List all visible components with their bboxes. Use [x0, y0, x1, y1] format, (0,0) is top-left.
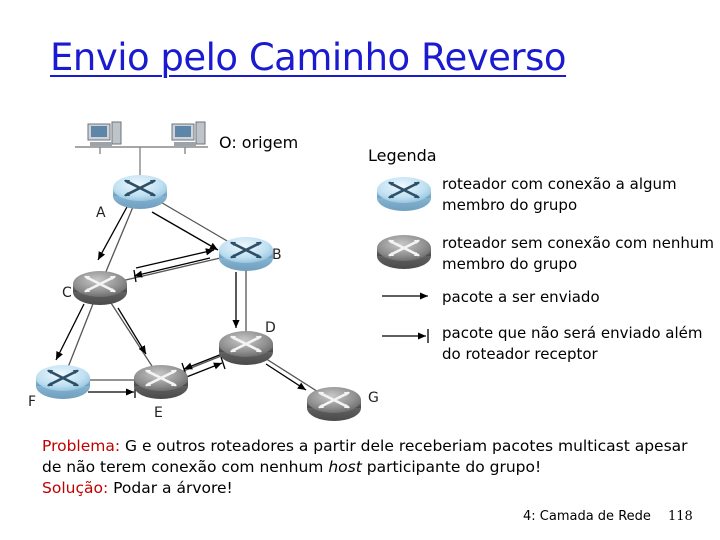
- router-a: [111, 173, 169, 211]
- solution-label: Solução:: [42, 479, 109, 497]
- arrow-c-to-f: [55, 303, 85, 361]
- node-label-d: D: [265, 320, 276, 336]
- legend-item-label: pacote a ser enviado: [442, 288, 600, 306]
- problem-text-end: participante do grupo!: [366, 458, 542, 476]
- legend-item-label: pacote que não será enviado além do rote…: [442, 324, 703, 363]
- legend-unconnected-router-icon: [375, 233, 433, 271]
- footer-page-number: 118: [668, 509, 693, 524]
- arrow-b-to-c-blocked: [133, 257, 211, 278]
- node-label-g: G: [368, 390, 379, 406]
- lan-segment: [75, 146, 208, 178]
- arrow-a-to-b: [151, 211, 219, 251]
- router-d: [217, 329, 275, 367]
- legend-title: Legenda: [368, 146, 437, 165]
- host-computer-icon: [171, 121, 206, 147]
- footer-chapter: 4: Camada de Rede: [523, 509, 651, 524]
- legend-blocked-arrow-icon: [382, 329, 429, 343]
- node-label-b: B: [272, 247, 282, 263]
- origin-label: O: origem: [219, 133, 299, 152]
- node-label-a: A: [96, 205, 106, 221]
- node-label-f: F: [28, 394, 37, 410]
- arrow-c-to-b: [135, 248, 215, 269]
- problem-host-word: host: [328, 458, 362, 476]
- arrow-a-to-c: [97, 204, 129, 261]
- host-computers: [75, 121, 208, 178]
- host-computer-icon: [87, 121, 122, 147]
- router-c: [71, 269, 129, 307]
- arrow-d-to-g: [265, 363, 307, 391]
- arrow-d-to-e-blocked: [183, 353, 223, 370]
- node-label-c: C: [62, 285, 72, 301]
- page-title: Envio pelo Caminho Reverso: [50, 36, 567, 79]
- problem-text: G e outros roteadores a partir dele rece…: [42, 437, 688, 476]
- node-label-e: E: [154, 405, 163, 421]
- router-b: [217, 235, 275, 273]
- router-g: [305, 385, 363, 423]
- problem-solution-text: Problema: G e outros roteadores a partir…: [42, 436, 702, 499]
- router-f: [34, 363, 92, 401]
- packet-arrows: [55, 204, 307, 398]
- legend-item-label: roteador com conexão a algum membro do g…: [442, 175, 677, 214]
- router-e: [132, 363, 190, 401]
- arrow-c-to-e: [117, 307, 147, 355]
- blocked-bar: [220, 356, 226, 370]
- legend-item-label: roteador sem conexão com nenhum membro d…: [442, 234, 714, 273]
- blocked-bar: [133, 269, 137, 283]
- legend-connected-router-icon: [375, 175, 433, 213]
- arrow-e-to-d-blocked: [183, 362, 223, 379]
- solution-text: Podar a árvore!: [113, 479, 233, 497]
- problem-label: Problema:: [42, 437, 121, 455]
